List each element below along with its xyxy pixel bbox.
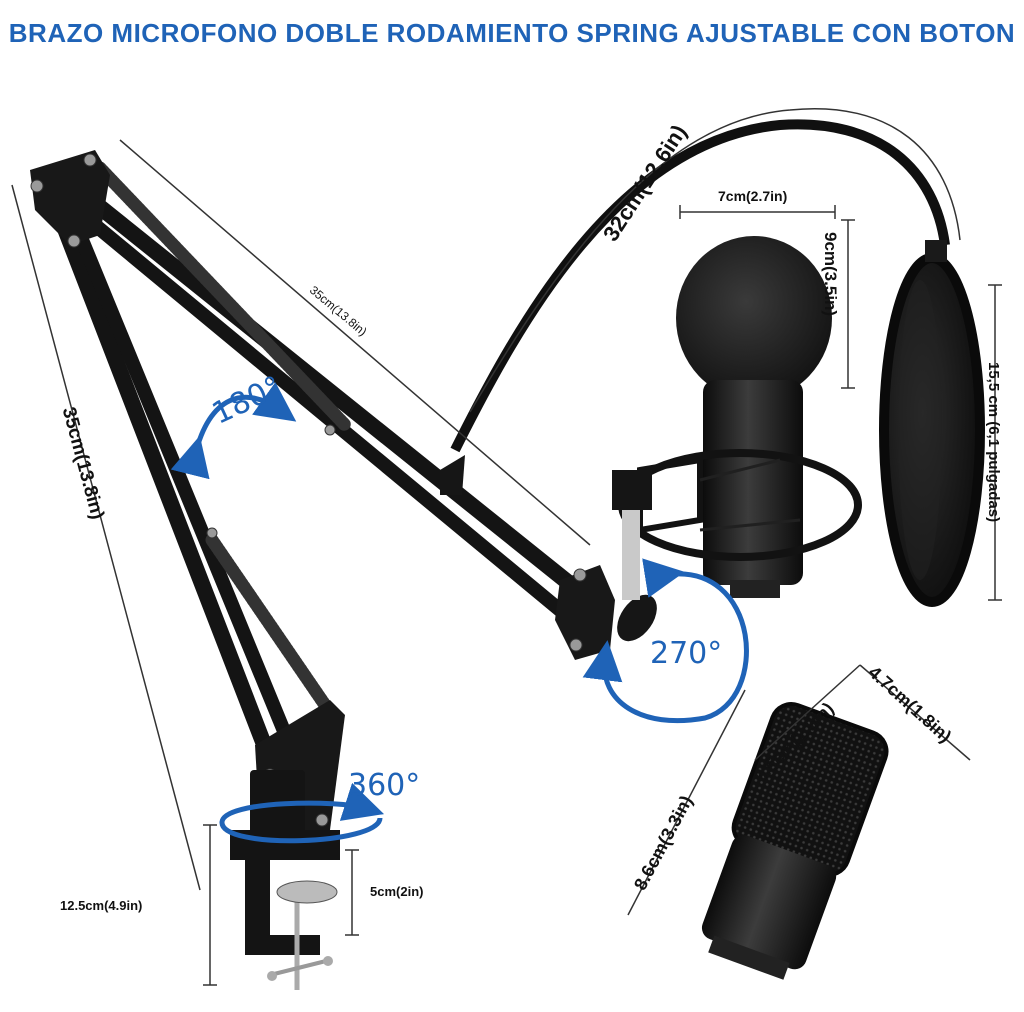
dimension-lines: [11, 108, 1002, 986]
dim-pop-filter: 15,5 cm (6,1 pulgadas): [985, 362, 1002, 523]
dim-clamp-opening: 5cm(2in): [370, 884, 424, 899]
dim-mic-height: 9cm(3.5in): [821, 232, 840, 317]
pop-filter: [879, 240, 985, 607]
desk-clamp: [230, 770, 340, 990]
product-title: BRAZO MICROFONO DOBLE RODAMIENTO SPRING …: [8, 18, 1016, 48]
microphone-standalone: [701, 702, 889, 980]
dim-mic-width: 7cm(2.7in): [718, 188, 788, 204]
rotation-arrows: [170, 382, 749, 844]
angle-label-360: 360°: [348, 768, 421, 803]
microphone-mounted: [612, 236, 862, 600]
angle-label-270: 270°: [650, 636, 723, 671]
dim-clamp-total: 12.5cm(4.9in): [60, 898, 143, 913]
